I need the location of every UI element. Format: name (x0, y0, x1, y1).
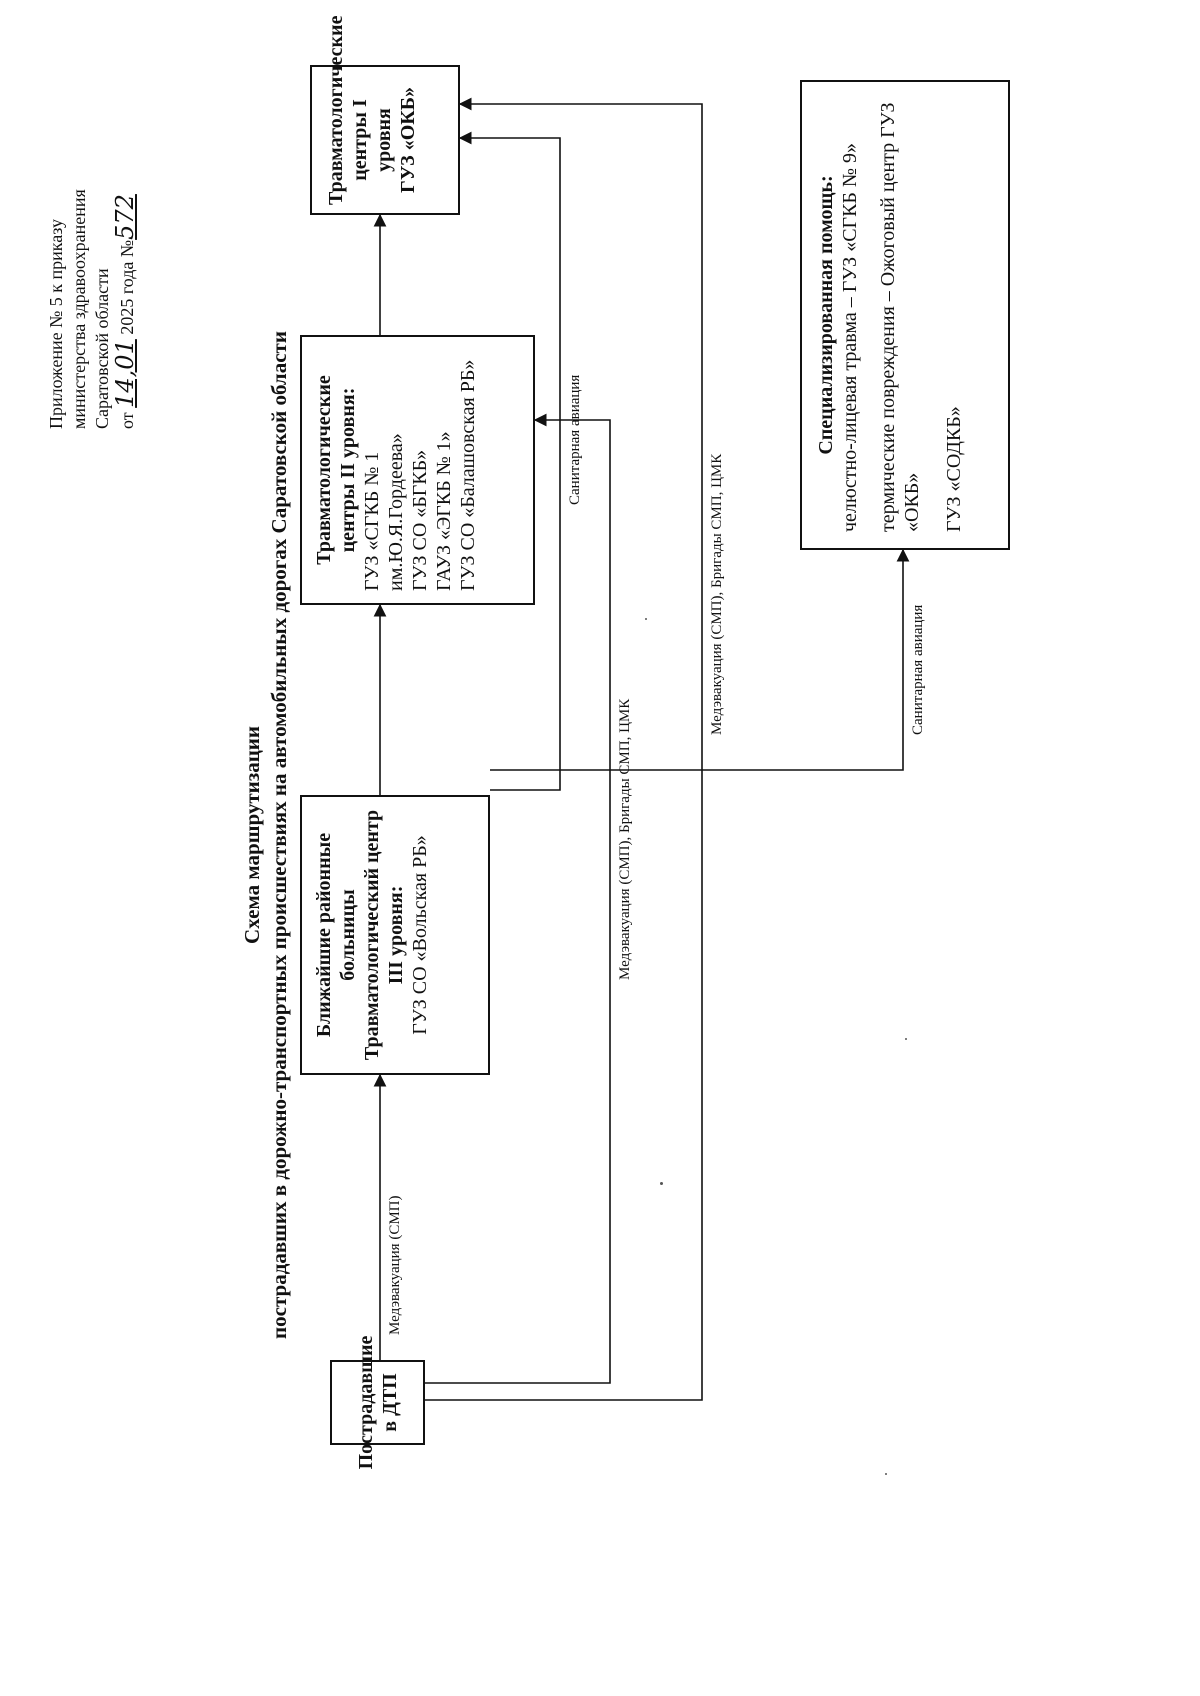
level3-line-5: ГУЗ СО «Вольская РБ» (409, 835, 431, 1035)
level3-line-1: Ближайшие районные (313, 832, 335, 1038)
special-pediatric: ГУЗ «СОДКБ» (943, 406, 965, 532)
routing-diagram: Приложение № 5 к приказу министерства зд… (35, 15, 1085, 1605)
arrow-victims-to-level2 (425, 413, 611, 1384)
level3-line-3: Травматологический центр (361, 809, 383, 1061)
label-evac-smp: Медэвакуация (СМП) (387, 1195, 403, 1336)
level1-line-1: Травматологические (325, 15, 347, 205)
level3-line-4: III уровня: (385, 885, 407, 985)
box-dtp-victims: Пострадавшие в ДТП (330, 1336, 425, 1469)
level1-line-3: ГУЗ «ОКБ» (397, 87, 419, 193)
box-level3-center: Ближайшие районные больницы Травматологи… (300, 795, 490, 1075)
box-level1-centers: Травматологические центры I уровня ГУЗ «… (310, 15, 460, 215)
scan-speck (645, 618, 647, 620)
arrow-level3-to-level1 (458, 131, 561, 791)
arrow-level3-to-special (490, 548, 910, 771)
scan-speck (905, 1038, 907, 1040)
scan-speck (885, 1473, 887, 1475)
level2-line-6: ГАУЗ «ЭГКБ № 1» (433, 431, 455, 591)
label-evac-to-level2: Медэвакуация (СМП), Бригады СМП, ЦМК (617, 698, 633, 980)
special-maxillofacial: челюстно-лицевая травма – ГУЗ «СГКБ № 9» (839, 142, 861, 532)
box-level2-centers: Травматологические центры II уровня: ГУЗ… (300, 335, 535, 605)
label-aviation-to-level1: Санитарная авиация (567, 374, 583, 505)
level2-line-1: Травматологические (313, 375, 335, 565)
special-heading: Специализированная помощь: (815, 175, 837, 455)
level2-line-2: центры II уровня: (337, 387, 359, 553)
level1-line-2: центры I уровня (349, 99, 395, 181)
scan-speck (660, 1182, 663, 1185)
level2-line-4: им.Ю.Я.Гордеева» (385, 433, 407, 591)
level2-line-3: ГУЗ «СГКБ № 1 (361, 451, 383, 591)
label-evac-to-level1: Медэвакуация (СМП), Бригады СМП, ЦМК (709, 453, 725, 735)
level2-line-5: ГУЗ СО «БГКБ» (409, 449, 431, 591)
arrow-victims-to-level1 (425, 97, 703, 1401)
box-dtp-victims-title: Пострадавшие в ДТП (354, 1335, 401, 1470)
special-burns: термические повреждения – Ожоговый центр… (877, 102, 923, 532)
box-specialized-care: Специализированная помощь: челюстно-лице… (800, 80, 1010, 550)
flow-arrows (373, 97, 910, 1401)
label-aviation-to-special: Санитарная авиация (910, 604, 926, 735)
level3-line-2: больницы (337, 889, 359, 981)
level2-line-7: ГУЗ СО «Балашовская РБ» (457, 359, 479, 591)
